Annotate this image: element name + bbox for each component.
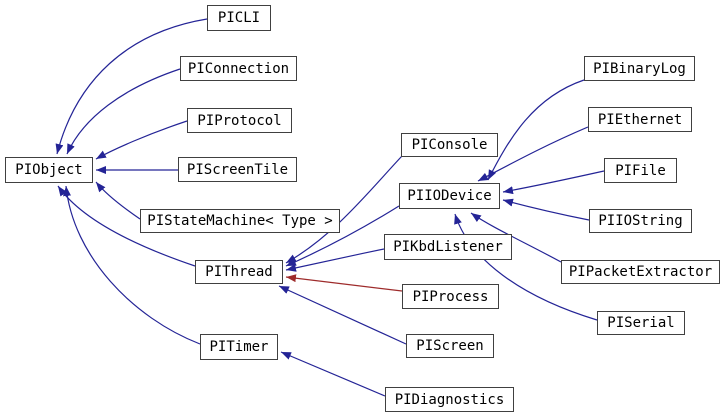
node-label: PIIOString: [598, 213, 683, 229]
edge-piiostring-piiodevice: [502, 198, 590, 221]
node-label: PIPacketExtractor: [568, 264, 713, 280]
node-label: PIBinaryLog: [593, 60, 686, 77]
node-piscreentile[interactable]: PIScreenTile: [178, 157, 297, 182]
node-pistatemachine[interactable]: PIStateMachine< Type >: [140, 209, 340, 233]
edge-picli-piobject: [55, 18, 208, 155]
node-label: PIScreen: [416, 338, 484, 354]
edge-piprotocol-piobject: [95, 120, 188, 160]
node-label: PIProtocol: [197, 112, 282, 129]
node-pibinarylog[interactable]: PIBinaryLog: [584, 56, 695, 81]
node-piserial[interactable]: PISerial: [597, 311, 685, 335]
node-label: PITimer: [209, 339, 269, 355]
node-piconnection[interactable]: PIConnection: [180, 56, 297, 81]
node-label: PIProcess: [412, 288, 489, 305]
node-label: PICLI: [217, 10, 261, 26]
node-label: PIFile: [615, 162, 666, 179]
node-pithread[interactable]: PIThread: [195, 260, 283, 284]
edge-piprocess-pithread: [285, 274, 403, 292]
edge-pistatemachine-piobject: [95, 181, 141, 220]
node-label: PIDiagnostics: [394, 391, 505, 408]
node-pikbdlistener[interactable]: PIKbdListener: [384, 234, 512, 260]
node-label: PIIODevice: [407, 188, 492, 204]
node-piconsole[interactable]: PIConsole: [401, 133, 498, 157]
node-label: PIConnection: [187, 60, 290, 77]
node-label: PIEthernet: [597, 111, 683, 128]
node-piiodevice[interactable]: PIIODevice: [399, 183, 500, 209]
edge-pikbdlistener-pithread: [285, 248, 385, 272]
node-label: PIObject: [15, 162, 83, 178]
node-piethernet[interactable]: PIEthernet: [588, 107, 692, 132]
edge-piserial-piiodevice: [454, 213, 598, 321]
node-piscreen[interactable]: PIScreen: [406, 334, 494, 358]
node-label: PIConsole: [411, 137, 488, 153]
edge-pidiagnostics-pitimer: [280, 351, 386, 397]
edge-piconnection-piobject: [66, 68, 181, 155]
node-label: PIThread: [205, 264, 273, 280]
node-label: PIScreenTile: [186, 161, 289, 178]
node-pitimer[interactable]: PITimer: [200, 334, 278, 360]
edge-piiodevice-pithread: [285, 205, 400, 267]
edge-piconsole-pithread: [285, 155, 403, 264]
node-piobject[interactable]: PIObject: [5, 157, 93, 183]
node-pipacketextractor[interactable]: PIPacketExtractor: [561, 260, 720, 284]
node-piiostring[interactable]: PIIOString: [589, 209, 692, 233]
node-piprotocol[interactable]: PIProtocol: [187, 108, 292, 133]
node-label: PIKbdListener: [393, 239, 503, 255]
edge-piscreen-pithread: [278, 285, 407, 345]
node-label: PIStateMachine< Type >: [147, 213, 333, 229]
edge-pitimer-piobject: [63, 185, 201, 345]
node-piprocess[interactable]: PIProcess: [402, 284, 499, 309]
edge-piethernet-piiodevice: [477, 126, 589, 182]
node-label: PISerial: [607, 315, 675, 331]
node-pidiagnostics[interactable]: PIDiagnostics: [385, 387, 514, 412]
node-pifile[interactable]: PIFile: [604, 158, 677, 183]
edge-pibinarylog-piiodevice: [487, 79, 585, 181]
edge-pifile-piiodevice: [502, 170, 605, 195]
node-picli[interactable]: PICLI: [207, 5, 271, 31]
